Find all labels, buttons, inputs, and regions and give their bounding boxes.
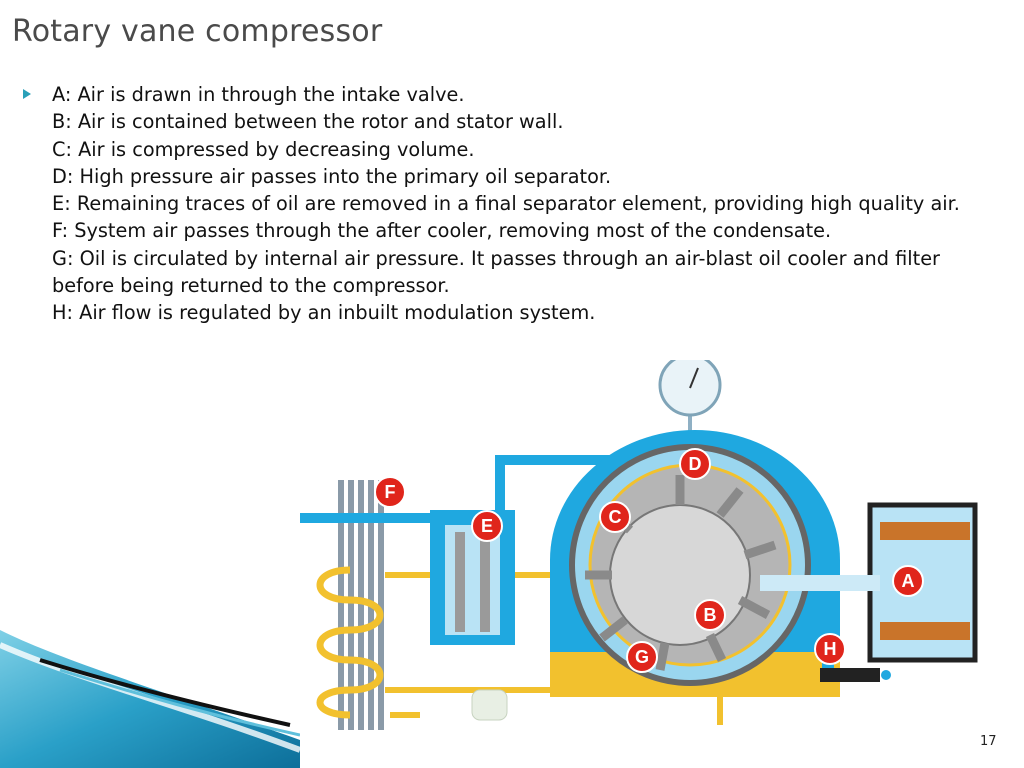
step-sep: : [65, 137, 72, 161]
step-a: A: Air is drawn in through the intake va… [52, 81, 987, 108]
step-key: E [52, 192, 65, 216]
slide-title: Rotary vane compressor [12, 14, 383, 49]
step-f: F: System air passes through the after c… [52, 217, 987, 244]
step-text: Remaining traces of oil are removed in a… [70, 192, 960, 216]
step-key: C [52, 137, 66, 161]
step-h: H: Air flow is regulated by an inbuilt m… [52, 299, 987, 326]
step-key: F [52, 219, 62, 243]
step-text: Air is compressed by decreasing volume. [71, 137, 475, 161]
step-sep: : [61, 219, 69, 243]
step-key: A [52, 83, 65, 106]
label-e: E [481, 516, 493, 536]
oil-cooler-coil [316, 566, 384, 719]
label-a: A [902, 571, 915, 591]
corner-decoration [0, 630, 300, 768]
label-h: H [824, 639, 837, 659]
label-g: G [635, 647, 649, 667]
step-sep: : [64, 83, 72, 106]
step-text: High pressure air passes into the primar… [73, 164, 612, 188]
steps-list: A: Air is drawn in through the intake va… [52, 81, 987, 327]
step-b: B: Air is contained between the rotor an… [52, 108, 987, 135]
step-text: System air passes through the after cool… [68, 219, 832, 243]
step-sep: : [66, 164, 74, 188]
step-text: Air is contained between the rotor and s… [71, 110, 564, 134]
step-d: D: High pressure air passes into the pri… [52, 163, 987, 190]
step-sep: : [64, 192, 71, 216]
modulation-valve [820, 668, 880, 682]
bullet-arrow-icon [23, 89, 31, 99]
step-text: Oil is circulated by internal air pressu… [52, 246, 940, 298]
step-text: Air flow is regulated by an inbuilt modu… [73, 301, 596, 325]
step-sep: : [66, 246, 74, 270]
step-key: H [52, 301, 67, 325]
step-key: D [52, 164, 67, 188]
intake-pipe [760, 575, 880, 591]
step-e: E: Remaining traces of oil are removed i… [52, 190, 987, 217]
label-d: D [689, 454, 702, 474]
step-c: C: Air is compressed by decreasing volum… [52, 136, 987, 163]
step-key: G [52, 246, 67, 270]
step-sep: : [66, 301, 74, 325]
label-f: F [385, 482, 396, 502]
compressor-diagram: F E D C B G H A [300, 360, 978, 730]
air-pipe [300, 455, 610, 523]
label-b: B [704, 605, 717, 625]
step-sep: : [65, 110, 72, 134]
page-number: 17 [980, 734, 997, 749]
step-text: Air is drawn in through the intake valve… [71, 83, 465, 106]
label-c: C [609, 507, 622, 527]
step-key: B [52, 110, 66, 134]
step-g: G: Oil is circulated by internal air pre… [52, 245, 987, 300]
